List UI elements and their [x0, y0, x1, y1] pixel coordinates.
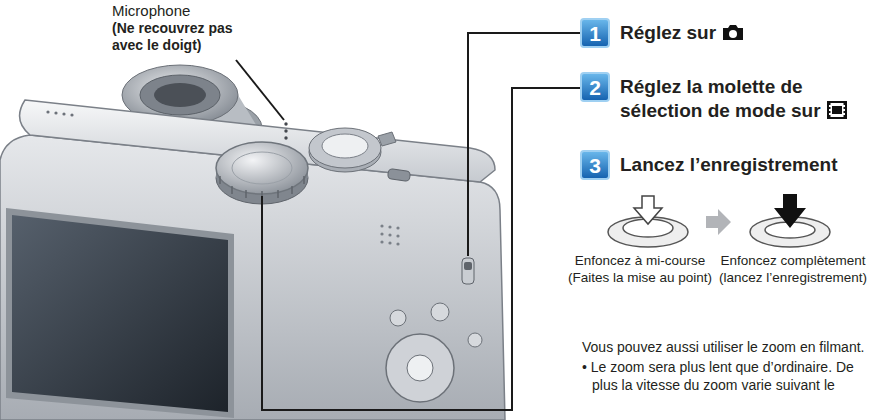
shutter-button — [309, 128, 396, 172]
rear-controls-part-part — [388, 233, 391, 236]
camera-body-part — [0, 135, 505, 420]
speaker-holes-part — [46, 110, 49, 113]
leader-lines — [236, 33, 580, 410]
rear-controls-part-part — [388, 241, 391, 244]
camera-mode-icon-body — [723, 25, 743, 40]
press-sequence-arrow — [706, 209, 731, 235]
full-press-button — [750, 194, 830, 247]
movie-mode-icon-hole — [843, 107, 845, 109]
step-block: 2 Réglez la molette de sélection de mode … — [580, 72, 871, 123]
movie-mode-icon-picture — [832, 106, 842, 114]
camera-body — [0, 100, 505, 420]
movie-mode-icon-hole — [843, 103, 845, 105]
button-caption: Enfoncez à mi-course — [565, 252, 715, 269]
rear-controls-part-part — [396, 226, 399, 229]
step-heading: Réglez sur — [620, 22, 716, 43]
step-number: 3 — [589, 155, 601, 176]
movie-mode-icon-hole — [843, 111, 845, 113]
movie-mode-icon-hole — [843, 115, 845, 117]
step-block: 1 Réglez sur — [580, 18, 871, 48]
movie-mode-icon-hole — [828, 107, 830, 109]
button-caption: Enfoncez complètement — [716, 252, 870, 269]
step-heading: Lancez l’enregistrement — [620, 154, 838, 175]
step-heading-line: Réglez sur — [620, 18, 871, 45]
camera-mode-icon — [722, 24, 744, 41]
rear-controls-part-part — [396, 242, 399, 245]
leader-lines-part — [262, 88, 580, 410]
step-heading: Réglez la molette de sélection de mode s… — [620, 76, 821, 121]
microphone-holes — [284, 122, 287, 139]
rear-controls-part — [407, 355, 433, 381]
warning-note: (Ne recouvrez pas avec le doigt) — [112, 20, 252, 54]
mode-dial-part — [220, 176, 304, 199]
bullet-note: • Le zoom sera plus lent que d’ordinaire… — [582, 358, 868, 394]
rear-controls-part-part — [380, 232, 383, 235]
microphone-holes-part — [284, 136, 287, 139]
rear-controls-part-part — [380, 224, 383, 227]
rear-controls-part — [380, 224, 399, 245]
microphone-holes-part — [284, 122, 287, 125]
press-sequence-arrow-part — [706, 209, 731, 235]
mode-dial-part — [232, 152, 292, 184]
half-press-button — [608, 196, 688, 247]
step-number-badge: 3 — [580, 150, 610, 180]
mode-dial — [216, 142, 308, 204]
rear-controls-part-part — [380, 240, 383, 243]
rear-controls — [380, 224, 482, 402]
movie-mode-icon-frame — [828, 102, 846, 118]
rear-controls-part — [462, 258, 474, 284]
rear-controls-part-part — [388, 225, 391, 228]
movie-mode-icon-hole — [828, 111, 830, 113]
rear-controls-part — [390, 310, 406, 326]
rear-controls-part — [464, 262, 472, 270]
rear-controls-part-part — [396, 234, 399, 237]
shutter-button-part — [309, 128, 381, 168]
speaker-holes-part — [62, 112, 65, 115]
power-switch-part — [387, 169, 410, 182]
lens-barrel-part — [154, 83, 206, 107]
step-number-badge: 2 — [580, 72, 610, 102]
step-block: 3 Lancez l’enregistrement — [580, 150, 871, 180]
full-press-button-part — [774, 194, 806, 228]
movie-mode-icon-hole — [828, 115, 830, 117]
rear-controls-part — [468, 333, 482, 347]
rear-controls-part — [431, 303, 449, 321]
lcd-screen-part — [12, 215, 228, 412]
leader-lines-part — [468, 33, 580, 256]
microphone-holes-part — [284, 129, 287, 132]
shutter-button-part — [322, 134, 368, 158]
button-caption-note: (Faites la mise au point) — [565, 269, 715, 286]
body-note: Vous pouvez aussi utiliser le zoom en fi… — [582, 338, 871, 356]
lcd-screen — [6, 208, 234, 418]
step-number: 2 — [589, 77, 601, 98]
lcd-screen-part — [6, 208, 234, 418]
speaker-holes-part — [70, 113, 73, 116]
part-name: Microphone — [112, 2, 262, 20]
speaker-holes — [46, 110, 73, 116]
mode-dial-part — [216, 142, 308, 194]
rear-controls-part — [386, 334, 454, 402]
speaker-holes-part — [54, 111, 57, 114]
half-press-button-part — [634, 196, 662, 224]
lens-barrel-part — [140, 75, 220, 115]
camera-mode-icon-lens — [729, 30, 737, 38]
power-switch — [387, 169, 410, 182]
step-heading-line: Lancez l’enregistrement — [620, 150, 871, 177]
step-number: 1 — [589, 23, 601, 44]
button-caption-note: (lancez l’enregistrement) — [716, 269, 870, 286]
leader-lines-part — [236, 60, 284, 120]
step-heading-line: Réglez la molette de sélection de mode s… — [620, 72, 871, 123]
movie-mode-icon-hole — [828, 103, 830, 105]
step-number-badge: 1 — [580, 18, 610, 48]
movie-mode-icon — [827, 101, 847, 119]
